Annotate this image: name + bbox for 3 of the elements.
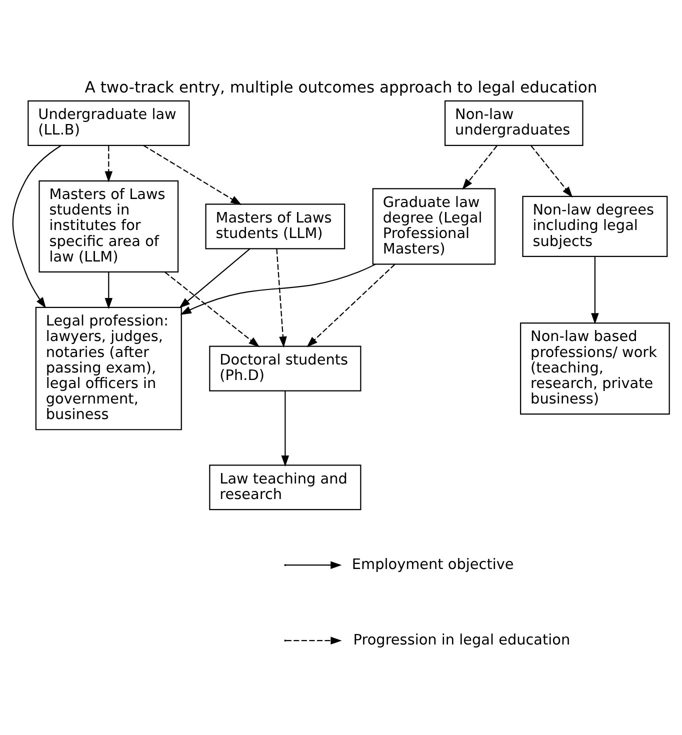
diagram-title: A two-track entry, multiple outcomes approach to legal education <box>84 78 598 96</box>
legend-label: Progression in legal education <box>353 632 570 648</box>
legend-label: Employment objective <box>352 556 514 572</box>
